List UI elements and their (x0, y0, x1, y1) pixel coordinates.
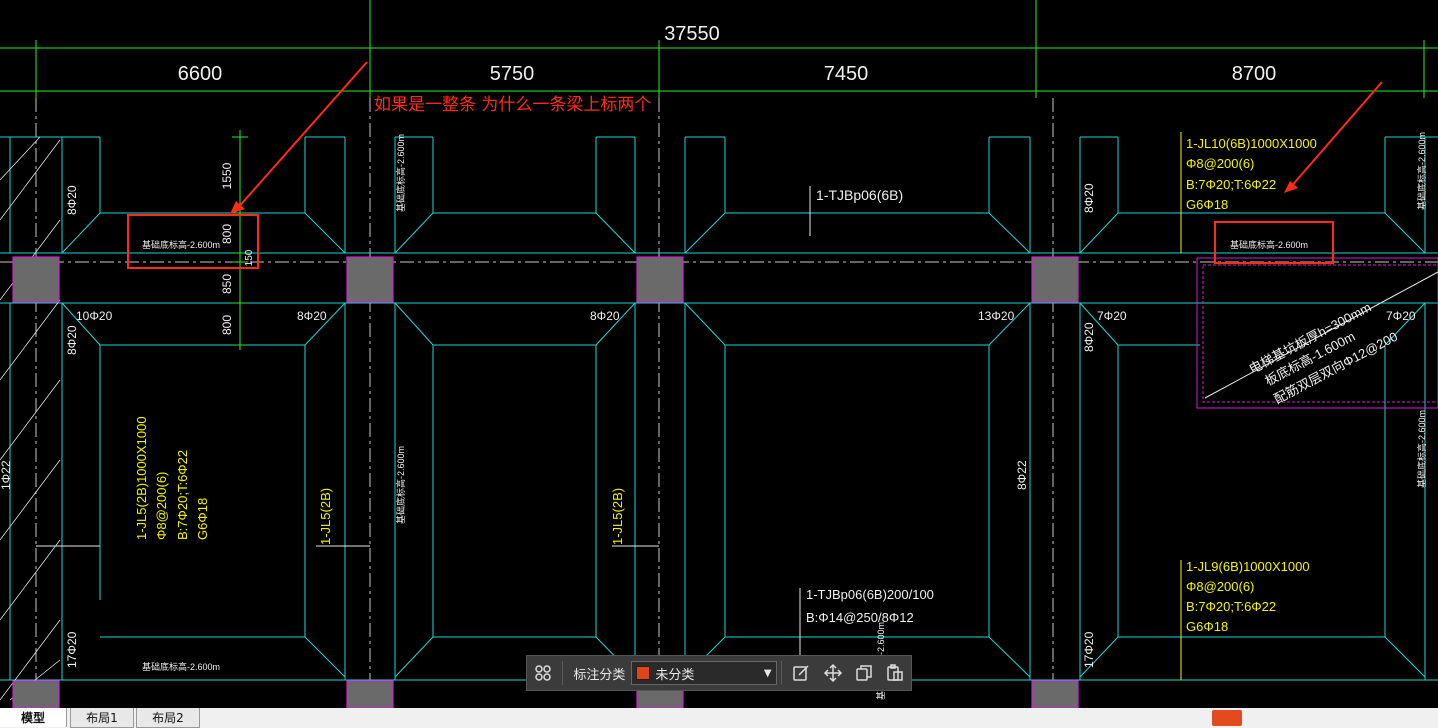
rebar-8-20-f: 8Φ20 (1082, 322, 1096, 352)
dim-span-2: 5750 (490, 63, 535, 85)
elevation-label-v3: 基础底标高-2.600m (1416, 132, 1427, 210)
rebar-8-20-c: 8Φ20 (65, 325, 79, 355)
hatching-left (0, 136, 61, 701)
vdim-150: 150 (244, 249, 255, 266)
arrow-2 (1284, 81, 1383, 193)
dim-total: 37550 (664, 23, 720, 45)
elevation-label-v1: 基础底标高-2.600m (395, 134, 406, 212)
elevation-label-v4: 基础底标高-2.600m (1416, 410, 1427, 488)
rebar-13-20: 13Φ20 (978, 309, 1015, 323)
toolbar-separator (780, 661, 782, 685)
beam-jl9-4: G6Φ18 (1186, 619, 1228, 634)
category-label: 标注分类 (573, 667, 626, 683)
beam-jl5-short-1: 1-JL5(2B) (318, 488, 333, 545)
vertical-dimension (232, 130, 248, 350)
vdim-850: 850 (220, 274, 234, 294)
elevation-label-1: 基础底标高-2.600m (142, 239, 220, 250)
beam-jl9-2: Φ8@200(6) (1186, 579, 1254, 594)
edit-icon[interactable] (786, 657, 817, 689)
columns (12, 256, 1079, 709)
vdim-800-top: 800 (220, 224, 234, 244)
rebar-1-22: 1Φ22 (0, 460, 13, 490)
beam-jl5-full-3: B:7Φ20;T:6Φ22 (175, 450, 190, 540)
rebar-8-20-a: 8Φ20 (65, 185, 79, 215)
category-select[interactable]: 未分类 ▼ (631, 661, 777, 685)
dimension-lines (0, 0, 1438, 98)
move-icon[interactable] (817, 657, 848, 689)
highlight-box-1 (127, 214, 259, 269)
foundation-outlines (0, 136, 1438, 681)
beam-tjb-bottom-1: 1-TJBp06(6B)200/100 (806, 587, 934, 602)
paste-icon[interactable] (880, 657, 911, 689)
beam-jl10-4: G6Φ18 (1186, 197, 1228, 212)
tab-layout1[interactable]: 布局1 (70, 708, 134, 728)
tab-model[interactable]: 模型 (0, 708, 67, 727)
rebar-8-20-b: 8Φ20 (297, 309, 327, 323)
question-comment: 如果是一整条 为什么一条梁上标两个 (374, 95, 651, 115)
beam-jl10-2: Φ8@200(6) (1186, 156, 1254, 171)
beam-jl9-3: B:7Φ20;T:6Φ22 (1186, 599, 1276, 614)
arrow-1 (230, 61, 368, 214)
beam-tjb-bottom-2: B:Φ14@250/8Φ12 (806, 610, 914, 625)
dim-span-1: 6600 (178, 63, 223, 85)
elevator-pit (1196, 257, 1438, 409)
rebar-17-20-b: 17Φ20 (1082, 631, 1096, 668)
app-logo-icon (1212, 710, 1242, 726)
rebar-10-20: 10Φ20 (76, 309, 113, 323)
tab-layout2[interactable]: 布局2 (136, 708, 200, 728)
elevation-label-v2: 基础底标高-2.600m (395, 446, 406, 524)
layout-tabs: 模型 布局1 布局2 (0, 708, 1438, 728)
rebar-8-22: 8Φ22 (1015, 460, 1029, 490)
category-color-swatch (636, 666, 651, 680)
beam-jl5-full-4: G6Φ18 (195, 498, 210, 540)
elevation-label-2: 基础底标高-2.600m (1230, 239, 1308, 250)
grid-icon[interactable] (527, 657, 558, 689)
rebar-7-20-b: 7Φ20 (1386, 309, 1416, 323)
rebar-17-20-a: 17Φ20 (65, 631, 79, 668)
beam-jl10-3: B:7Φ20;T:6Φ22 (1186, 177, 1276, 192)
beam-jl9-1: 1-JL9(6B)1000X1000 (1186, 559, 1310, 574)
beam-jl5-full-1: 1-JL5(2B)1000X1000 (134, 416, 149, 540)
dim-span-4: 8700 (1232, 63, 1277, 85)
beam-jl5-full-2: Φ8@200(6) (154, 472, 169, 540)
beam-jl10-1: 1-JL10(6B)1000X1000 (1186, 136, 1317, 151)
elevation-label-3: 基础底标高-2.600m (142, 661, 220, 672)
vdim-800-bottom: 800 (220, 315, 234, 335)
chevron-down-icon: ▼ (763, 667, 772, 679)
beam-jl5-short-2: 1-JL5(2B) (610, 488, 625, 545)
rebar-7-20-a: 7Φ20 (1097, 309, 1127, 323)
beam-tjb-top: 1-TJBp06(6B) (816, 187, 903, 203)
rebar-8-20-d: 8Φ20 (590, 309, 620, 323)
toolbar-separator (562, 661, 564, 685)
highlight-box-2 (1214, 221, 1334, 264)
category-selected-value: 未分类 (655, 667, 695, 683)
dim-span-3: 7450 (824, 63, 869, 85)
copy-icon[interactable] (848, 657, 879, 689)
rebar-8-20-e: 8Φ20 (1082, 183, 1096, 213)
vdim-1550: 1550 (220, 162, 234, 189)
axis-lines (0, 98, 1438, 708)
annotation-toolbar: 标注分类 未分类 ▼ (526, 655, 912, 691)
